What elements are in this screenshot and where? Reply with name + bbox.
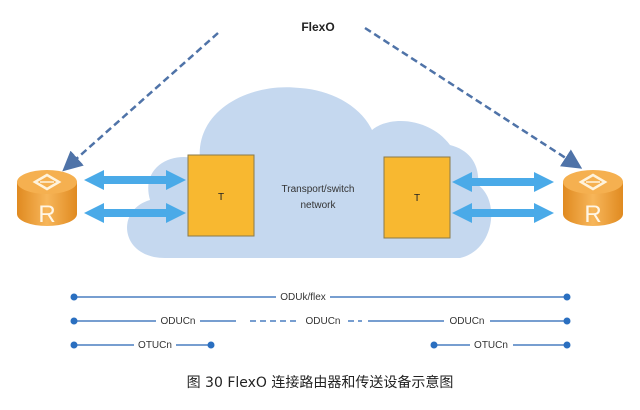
otucn-right-endpoint-a	[430, 341, 438, 349]
link-arrow-left-top	[84, 170, 186, 190]
link-arrow-left-bottom	[84, 203, 186, 223]
transport-box-right: T	[383, 156, 451, 239]
network-label-line2: network	[300, 200, 336, 211]
link-arrow-right-top	[452, 172, 554, 192]
link-arrow-right-bottom	[452, 203, 554, 223]
otucn-left-endpoint-a	[70, 341, 78, 349]
otucn-label-left: OTUCn	[138, 340, 172, 351]
oducn-label-middle: ODUCn	[305, 316, 340, 327]
oduk-flex-endpoint-left	[70, 293, 78, 301]
oduk-flex-label: ODUk/flex	[280, 292, 326, 303]
network-label-line1: Transport/switch	[282, 184, 355, 195]
oducn-label-right: ODUCn	[449, 316, 484, 327]
flexo-label: FlexO	[301, 20, 334, 34]
transport-box-left-label: T	[218, 192, 224, 203]
otucn-right-endpoint-b	[563, 341, 571, 349]
oduk-flex-endpoint-right	[563, 293, 571, 301]
router-left-label: R	[38, 201, 55, 228]
figure-caption: 图 30 FlexO 连接路由器和传送设备示意图	[186, 375, 454, 391]
otucn-label-right: OTUCn	[474, 340, 508, 351]
router-icon-right: R	[563, 170, 623, 228]
router-right-label: R	[584, 201, 601, 228]
router-icon-left: R	[17, 170, 77, 228]
oducn-endpoint-right	[563, 317, 571, 325]
oducn-label-left: ODUCn	[160, 316, 195, 327]
flexo-dashed-link-right	[364, 26, 583, 169]
oducn-endpoint-left	[70, 317, 78, 325]
flexo-dashed-link-left	[62, 32, 219, 172]
otucn-left-endpoint-b	[207, 341, 215, 349]
transport-box-left: T	[187, 154, 255, 237]
transport-box-right-label: T	[414, 193, 420, 204]
